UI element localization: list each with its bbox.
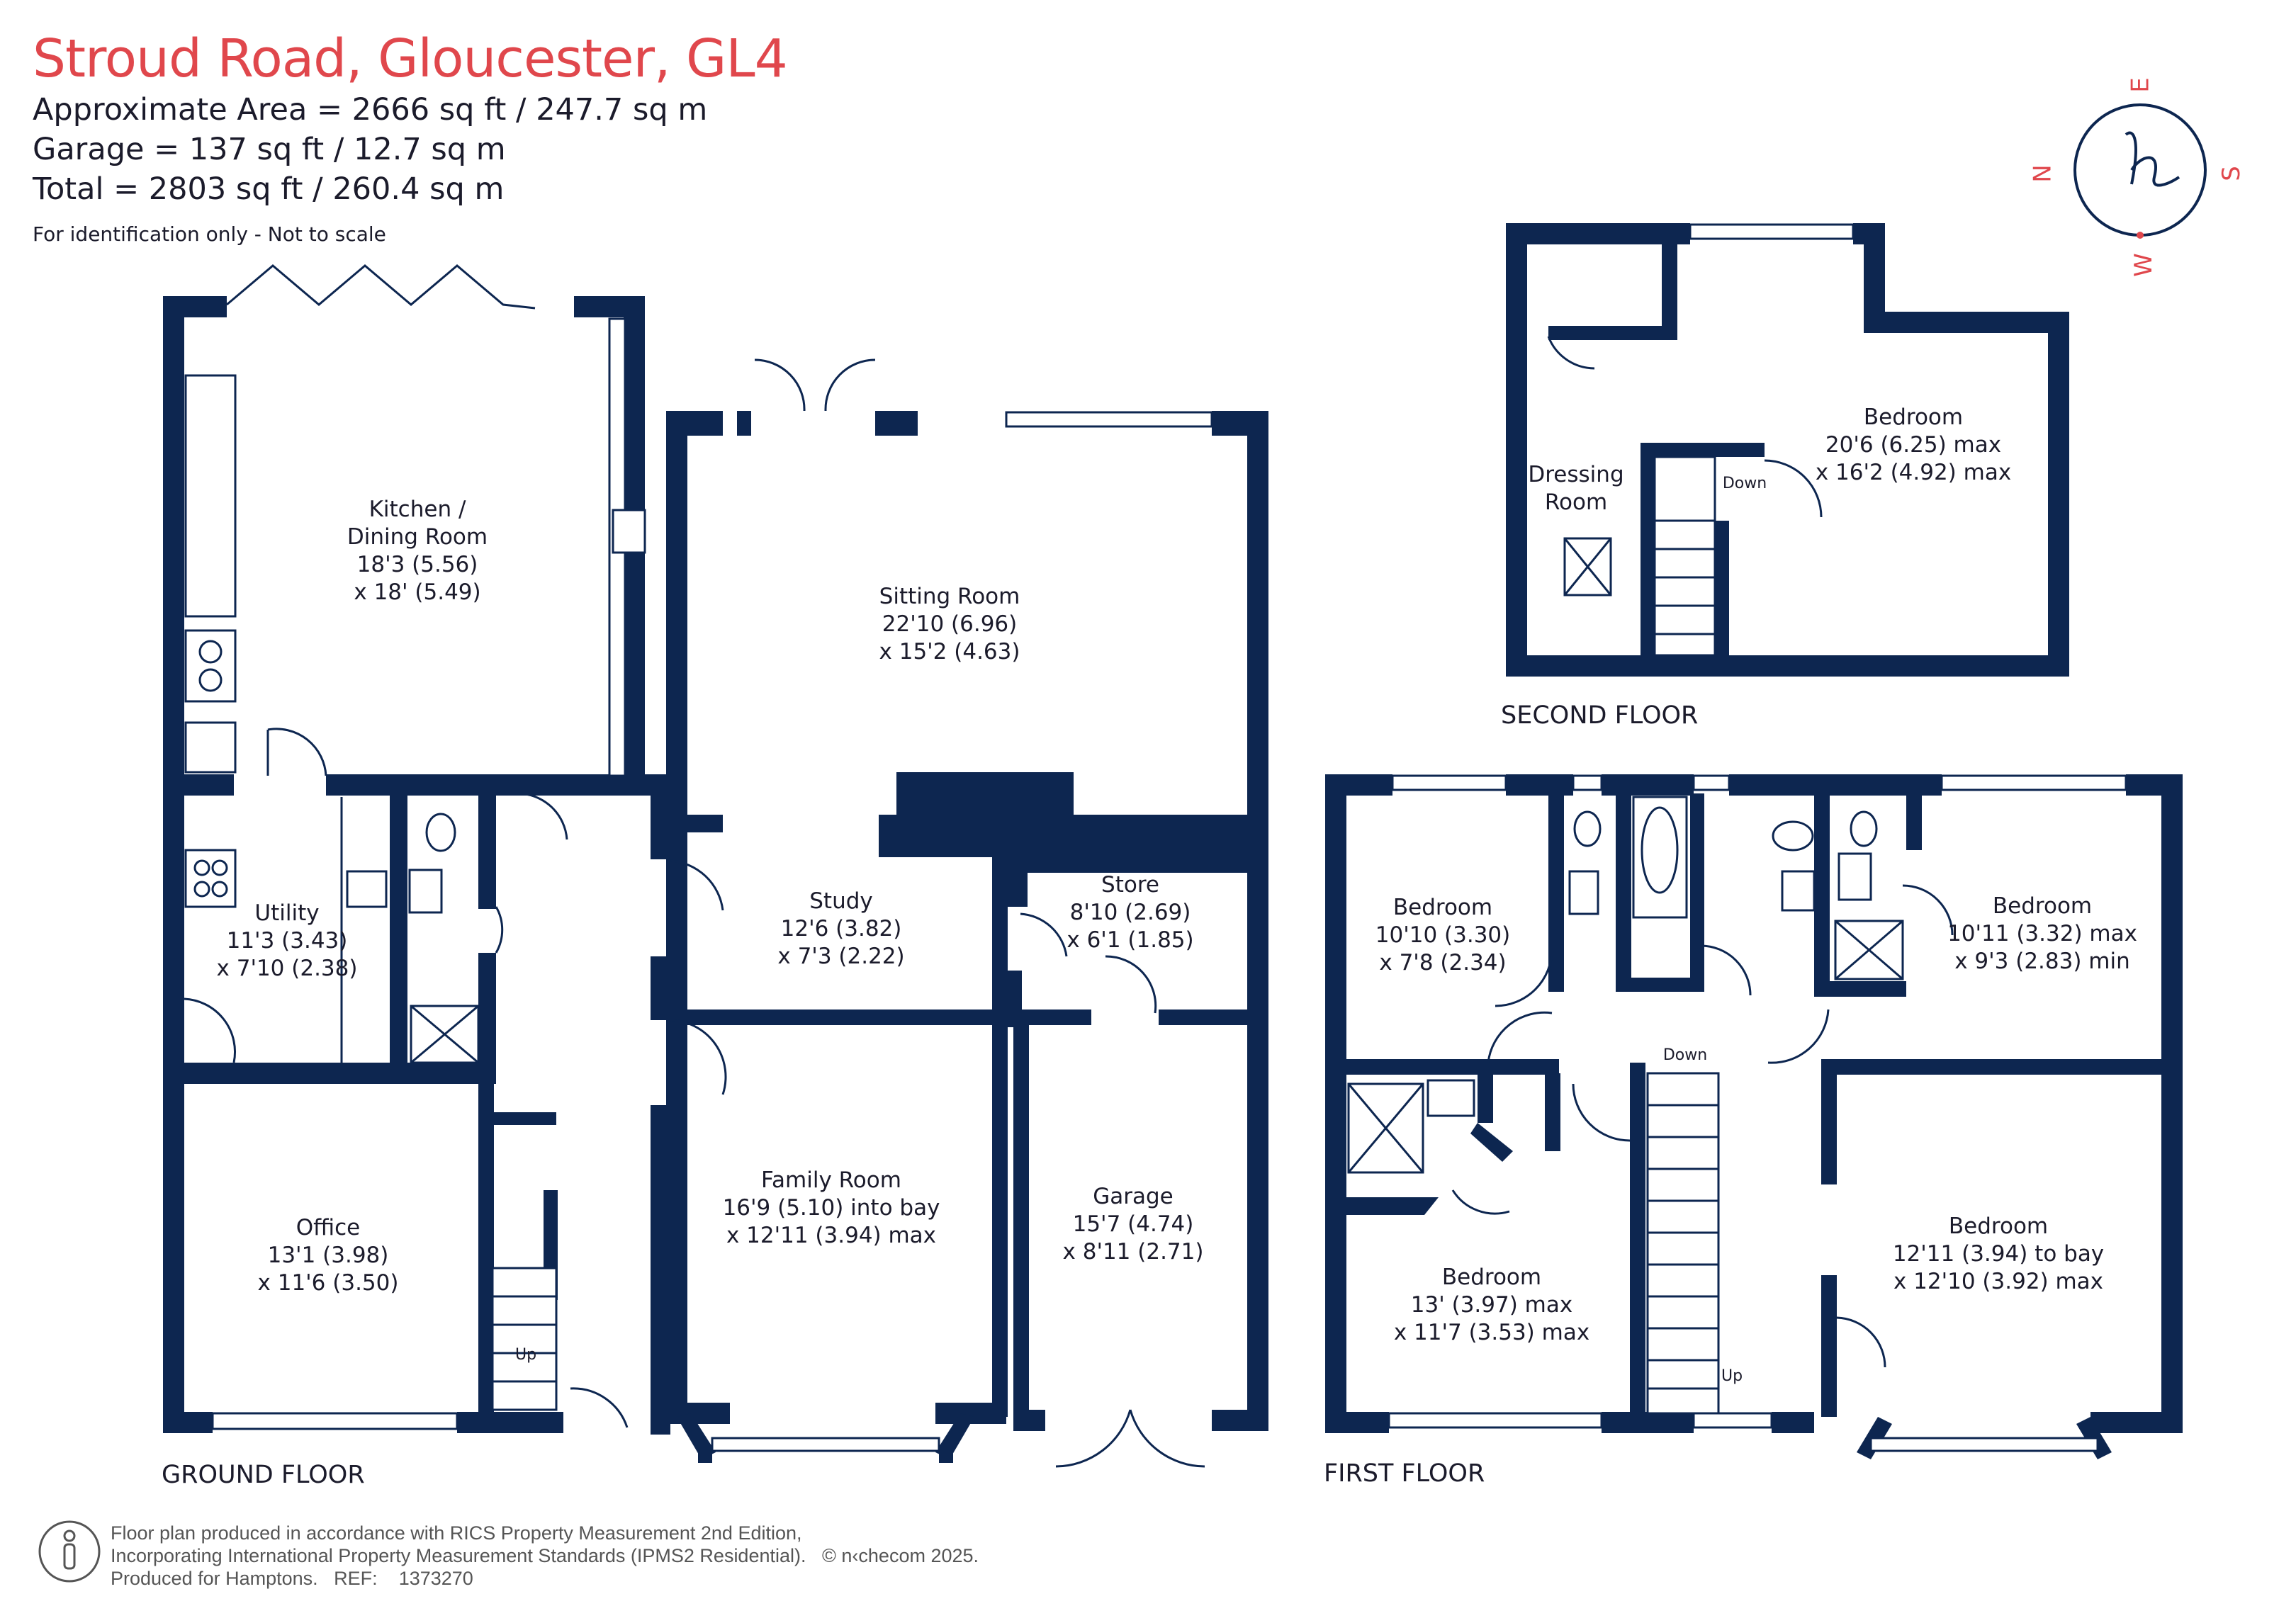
ref-label: REF: — [334, 1568, 378, 1589]
second-floor-walls — [1506, 223, 2069, 677]
room-name: Bedroom — [1863, 405, 1964, 430]
room-name: Store — [1101, 872, 1159, 898]
page-title: Stroud Road, Gloucester, GL4 — [33, 28, 788, 89]
approximate-area: Approximate Area = 2666 sq ft / 247.7 sq… — [33, 92, 708, 128]
footer-line-3: Produced for Hamptons. REF: 1373270 — [111, 1567, 979, 1590]
room-bedroom-1c: Bedroom 13' (3.97) max x 11'7 (3.53) max — [1394, 1264, 1589, 1347]
footer-line-2-text: Incorporating International Property Mea… — [111, 1545, 806, 1566]
compass: N E S W — [2029, 77, 2246, 298]
room-dimension: 12'11 (3.94) to bay — [1892, 1241, 2105, 1267]
identification-note: For identification only - Not to scale — [33, 222, 386, 246]
room-name: Office — [296, 1215, 361, 1240]
room-dimension: 20'6 (6.25) max — [1825, 432, 2002, 458]
second-floor-fixtures — [1547, 223, 1855, 657]
room-bedroom-second: Bedroom 20'6 (6.25) max x 16'2 (4.92) ma… — [1816, 404, 2011, 487]
copyright: © n‹checom 2025. — [822, 1545, 979, 1566]
room-dimension-2: x 18' (5.49) — [354, 579, 481, 605]
room-dimension-2: x 7'3 (2.22) — [777, 944, 905, 969]
room-bedroom-1a: Bedroom 10'10 (3.30) x 7'8 (2.34) — [1375, 894, 1510, 977]
second-stairs — [1653, 456, 1716, 657]
stairs-down-second: Down — [1722, 475, 1767, 492]
ground-floor-walls — [163, 296, 1268, 1463]
room-dimension: 13'1 (3.98) — [267, 1243, 389, 1268]
room-name: Study — [809, 888, 873, 914]
room-dimension: 18'3 (5.56) — [356, 552, 478, 577]
room-name-2: Dining Room — [347, 524, 488, 550]
room-dimension-2: x 7'8 (2.34) — [1379, 950, 1507, 976]
room-name: Bedroom — [1441, 1265, 1542, 1290]
room-dimension-2: x 12'10 (3.92) max — [1893, 1269, 2104, 1294]
ground-floor-fixtures — [184, 264, 1213, 1468]
room-dimension-2: x 7'10 (2.38) — [216, 956, 358, 981]
stairs-up-ground: Up — [514, 1346, 537, 1364]
floor-label-first: FIRST FLOOR — [1324, 1459, 1485, 1488]
room-dimension-2: x 11'7 (3.53) max — [1393, 1320, 1590, 1345]
room-dimension: 10'11 (3.32) max — [1947, 921, 2137, 946]
room-name: Kitchen / — [368, 497, 466, 522]
floor-label-ground: GROUND FLOOR — [162, 1461, 365, 1489]
first-stairs — [1646, 1072, 1720, 1415]
room-name: Garage — [1093, 1184, 1174, 1209]
garage-area: Garage = 137 sq ft / 12.7 sq m — [33, 132, 506, 167]
room-name-2: Room — [1544, 490, 1608, 515]
room-name: Bedroom — [1992, 893, 2093, 919]
room-dimension: 16'9 (5.10) into bay — [722, 1195, 940, 1221]
first-floor-fixtures — [1347, 774, 2127, 1452]
footer-line-2: Incorporating International Property Mea… — [111, 1544, 979, 1567]
room-utility: Utility 11'3 (3.43) x 7'10 (2.38) — [217, 900, 358, 983]
room-dimension: 12'6 (3.82) — [780, 916, 902, 941]
room-dimension: 11'3 (3.43) — [226, 928, 348, 954]
footer-line-1: Floor plan produced in accordance with R… — [111, 1522, 802, 1544]
room-kitchen: Kitchen / Dining Room 18'3 (5.56) x 18' … — [347, 496, 488, 606]
room-name: Sitting Room — [879, 584, 1020, 609]
room-dimension: 13' (3.97) max — [1410, 1292, 1573, 1318]
footer: Floor plan produced in accordance with R… — [111, 1522, 979, 1590]
room-name: Utility — [254, 900, 320, 926]
room-garage: Garage 15'7 (4.74) x 8'11 (2.71) — [1063, 1183, 1204, 1266]
stairs-down-first: Down — [1662, 1046, 1708, 1064]
room-store: Store 8'10 (2.69) x 6'1 (1.85) — [1067, 871, 1193, 954]
room-dimension-2: x 11'6 (3.50) — [257, 1270, 399, 1296]
room-name: Bedroom — [1948, 1214, 2049, 1239]
room-dimension-2: x 15'2 (4.63) — [879, 639, 1020, 665]
room-bedroom-1b: Bedroom 10'11 (3.32) max x 9'3 (2.83) mi… — [1947, 893, 2137, 976]
room-dimension-2: x 9'3 (2.83) min — [1954, 949, 2130, 974]
floor-label-second: SECOND FLOOR — [1501, 701, 1699, 730]
room-dimension-2: x 12'11 (3.94) max — [726, 1223, 937, 1248]
total-area: Total = 2803 sq ft / 260.4 sq m — [33, 171, 505, 207]
ground-stairs — [491, 1267, 558, 1411]
room-sitting: Sitting Room 22'10 (6.96) x 15'2 (4.63) — [879, 583, 1020, 666]
room-family: Family Room 16'9 (5.10) into bay x 12'11… — [723, 1167, 940, 1250]
produced-for: Produced for Hamptons. — [111, 1568, 318, 1589]
compass-logo-icon — [2073, 103, 2207, 239]
room-office: Office 13'1 (3.98) x 11'6 (3.50) — [258, 1214, 399, 1297]
person-icon — [38, 1520, 101, 1583]
room-dimension: 10'10 (3.30) — [1375, 922, 1511, 948]
room-name: Family Room — [761, 1167, 901, 1193]
ref-number: 1373270 — [398, 1568, 473, 1589]
room-dimension-2: x 8'11 (2.71) — [1062, 1239, 1204, 1265]
room-name: Bedroom — [1392, 895, 1493, 920]
room-dimension: 15'7 (4.74) — [1072, 1211, 1194, 1237]
room-dimension: 22'10 (6.96) — [882, 611, 1018, 637]
room-dressing: Dressing Room — [1528, 461, 1623, 516]
first-floor-walls — [1325, 774, 2183, 1459]
room-dimension-2: x 16'2 (4.92) max — [1815, 460, 2012, 485]
room-dimension-2: x 6'1 (1.85) — [1067, 927, 1194, 953]
room-name: Dressing — [1528, 462, 1624, 487]
room-dimension: 8'10 (2.69) — [1069, 900, 1191, 925]
stairs-up-first: Up — [1721, 1367, 1743, 1385]
room-study: Study 12'6 (3.82) x 7'3 (2.22) — [777, 888, 904, 971]
room-bedroom-1d: Bedroom 12'11 (3.94) to bay x 12'10 (3.9… — [1893, 1213, 2104, 1296]
